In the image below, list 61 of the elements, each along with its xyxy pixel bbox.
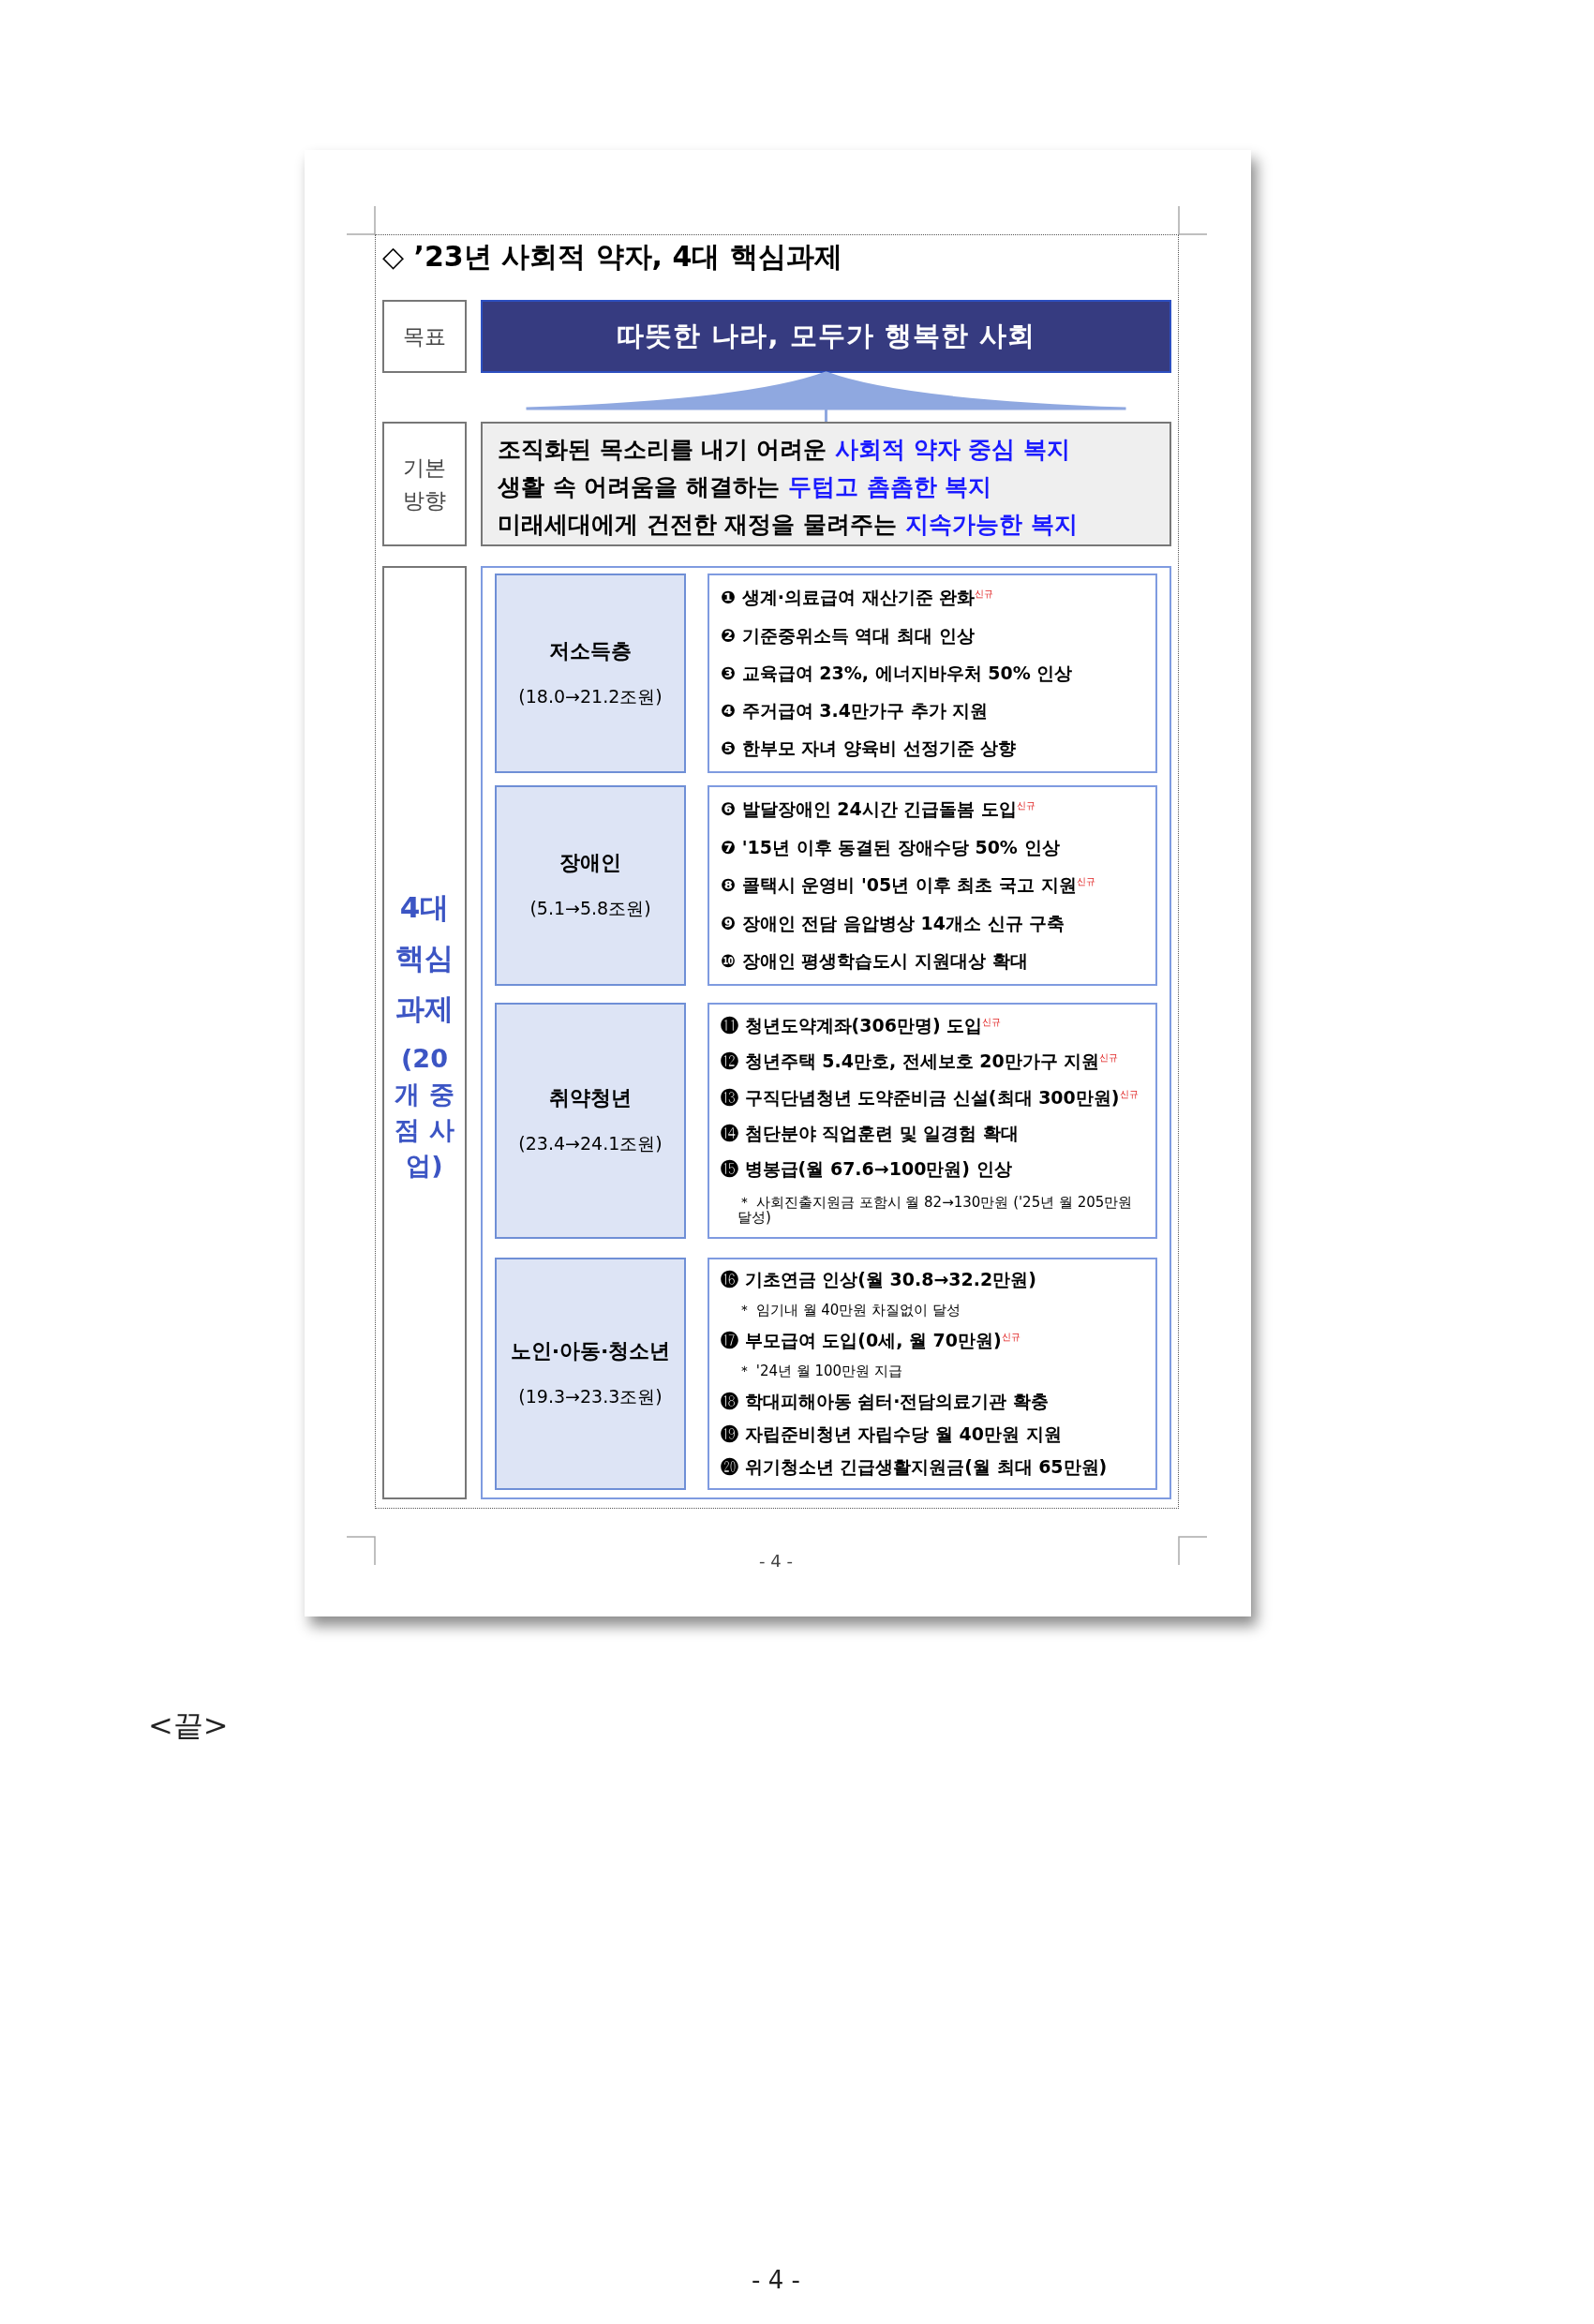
arrow: [525, 371, 1127, 424]
list-item: ❸ 교육급여 23%, 에너지바우처 50% 인상: [721, 663, 1074, 684]
category-title: 노인·아동·청소년: [510, 1338, 671, 1364]
list-item: ⓴ 위기청소년 긴급생활지원금(월 최대 65만원): [721, 1457, 1109, 1479]
item-list-box: [708, 574, 1157, 773]
list-item: ⓯ 병봉급(월 67.6→100만원) 인상: [721, 1158, 1013, 1180]
category-title: 취약청년: [549, 1085, 632, 1111]
category-box: [495, 785, 686, 986]
title: ◇ ’23년 사회적 약자, 4대 핵심과제: [382, 239, 842, 275]
list-item: ❿ 장애인 평생학습도시 지원대상 확대: [721, 950, 1029, 972]
list-item: ⓮ 첨단분야 직업훈련 및 일경험 확대: [721, 1123, 1020, 1144]
highlight-text: 사회적 약자 중심 복지: [834, 436, 1070, 463]
list-item: ⓬ 청년주택 5.4만호, 전세보호 20만가구 지원$^{신규}$: [721, 1051, 1120, 1073]
label-box: [382, 422, 467, 546]
goal-banner: [481, 300, 1171, 373]
list-item: ❾ 장애인 전담 음압병상 14개소 신규 구축: [721, 913, 1066, 934]
note-text: ＊ 임기내 월 40만원 차질없이 달성: [737, 1302, 961, 1318]
direction-text: 조직화된 목소리를 내기 어려운: [498, 436, 827, 463]
budget-text: (23.4→24.1조원): [518, 1132, 663, 1155]
category-title: 장애인: [559, 850, 621, 876]
heading-text: 4대 핵심 과제: [395, 889, 454, 1027]
list-item: ⓭ 구직단념청년 도약준비금 신설(최대 300만원)$^{신규}$: [721, 1087, 1140, 1109]
budget-text: (5.1→5.8조원): [529, 897, 651, 920]
category-title: 저소득층: [549, 637, 632, 664]
direction-box: [481, 422, 1171, 546]
list-item: ⓰ 기초연금 인상(월 30.8→32.2만원): [721, 1269, 1037, 1290]
list-item: ❹ 주거급여 3.4만가구 추가 지원: [721, 700, 990, 722]
note-text: ＊ '24년 월 100만원 지급: [737, 1363, 903, 1379]
direction-text: 생활 속 어려움을 해결하는: [498, 473, 781, 500]
end-mark: <끝>: [148, 1706, 229, 1745]
page-number: - 4 -: [758, 1551, 794, 1571]
category-box: [495, 1003, 686, 1239]
label-text: 기본 방향: [402, 454, 447, 514]
list-item: ❻ 발달장애인 24시간 긴급돌봄 도입$^{신규}$: [721, 799, 1036, 821]
list-item: ❽ 콜택시 운영비 '05년 이후 최초 국고 지원$^{신규}$: [721, 875, 1096, 897]
highlight-text: 두텁고 촘촘한 복지: [787, 473, 992, 500]
highlight-text: 지속가능한 복지: [904, 511, 1078, 538]
list-item: ❼ '15년 이후 동결된 장애수당 50% 인상: [721, 837, 1061, 858]
list-item: ⓱ 부모급여 도입(0세, 월 70만원)$^{신규}$: [721, 1330, 1021, 1351]
page-number: - 4 -: [751, 2266, 801, 2294]
category-box: [495, 1258, 686, 1490]
label-text: 목표: [403, 322, 446, 350]
budget-text: (19.3→23.3조원): [518, 1385, 663, 1408]
list-item: ❶ 생계·의료급여 재산기준 완화$^{신규}$: [721, 588, 995, 609]
note-text: ＊ 사회진출지원금 포함시 월 82→130만원 ('25년 월 205만원 달성): [737, 1194, 1134, 1226]
list-item: ❺ 한부모 자녀 양육비 선정기준 상향: [721, 737, 1018, 759]
budget-text: (18.0→21.2조원): [518, 684, 663, 708]
direction-text: 미래세대에게 건전한 재정을 물려주는: [498, 511, 898, 538]
group-frame: [481, 566, 1171, 1499]
list-item: ⓲ 학대피해아동 쉼터·전담의료기관 확충: [721, 1392, 1050, 1412]
label-box: [382, 300, 467, 373]
list-item: ⓳ 자립준비청년 자립수당 월 40만원 지원: [721, 1424, 1063, 1446]
list-item: ⓫ 청년도약계좌(306만명) 도입$^{신규}$: [721, 1016, 1003, 1037]
goal-text: 따뜻한 나라, 모두가 행복한 사회: [617, 319, 1035, 353]
sub-heading-text: (20개 중점 사업): [394, 1043, 455, 1182]
list-item: ❷ 기준중위소득 역대 최대 인상: [721, 625, 976, 647]
item-list-box: [708, 785, 1157, 986]
item-list-box: [708, 1258, 1157, 1490]
category-box: [495, 574, 686, 773]
item-list-box: [708, 1003, 1157, 1239]
task-box: [382, 566, 467, 1499]
